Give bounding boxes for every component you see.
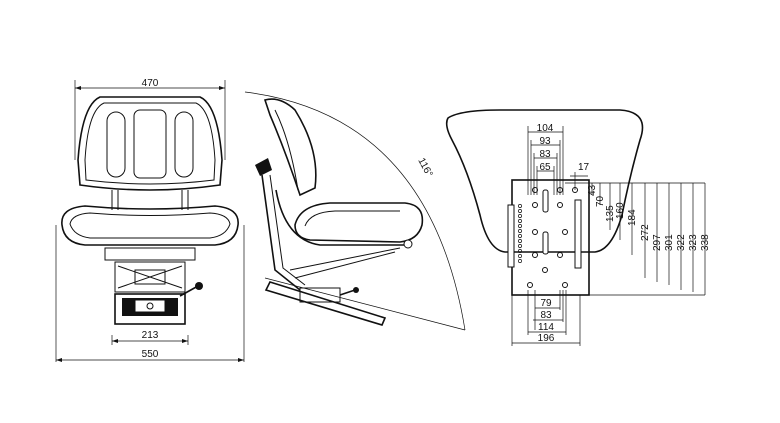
slot (542, 231, 549, 255)
dim-196: 196 (538, 333, 555, 344)
rail-right (574, 199, 582, 269)
backrest-inner (84, 102, 216, 185)
arrow-head (112, 339, 118, 343)
hole-column (518, 204, 522, 263)
top-dimensions: 104 93 83 65 17 (527, 123, 590, 195)
pivot (403, 239, 413, 249)
seat-cushion-side-inner (304, 210, 400, 227)
right-dimensions: 43 70 135 160 184 272 297 301 322 323 33… (565, 182, 711, 296)
side-handle (255, 158, 272, 176)
suspension-top (104, 247, 196, 261)
arrow-head (219, 86, 225, 90)
dim-43: 43 (587, 184, 598, 196)
dim-184: 184 (627, 209, 638, 226)
dim-160: 160 (615, 202, 626, 219)
bolt (146, 302, 154, 310)
front-view: 470 213 (55, 78, 245, 362)
dim-70: 70 (595, 195, 606, 207)
seat-cushion (61, 205, 239, 246)
dim-83: 83 (539, 149, 551, 160)
angle-label: 116° (415, 156, 434, 179)
dim-297: 297 (652, 234, 663, 251)
dim-272: 272 (640, 224, 651, 241)
spring (134, 269, 166, 285)
backrest-side-inner (274, 109, 299, 191)
dim-65: 65 (539, 162, 551, 173)
arrow-head (75, 86, 81, 90)
strut (289, 247, 401, 271)
dim-322: 322 (676, 234, 687, 251)
bottom-dimensions: 79 83 114 196 (511, 290, 581, 346)
dim-83b: 83 (540, 310, 552, 321)
scissor (117, 265, 183, 289)
dim-338: 338 (700, 234, 711, 251)
angle-ref-line (264, 277, 466, 331)
frame-tube-inner (269, 174, 306, 286)
arrow-head (56, 358, 62, 362)
dim-104: 104 (537, 123, 554, 134)
frame-tube (261, 174, 301, 291)
lever (179, 285, 199, 297)
backrest-rib (133, 109, 167, 179)
dim-label-550: 550 (142, 349, 159, 360)
angle-arc (244, 91, 466, 331)
lever-knob (195, 282, 203, 290)
rail-left (507, 204, 515, 268)
mount-holes (527, 187, 578, 288)
dim-79: 79 (540, 298, 552, 309)
arrow-head (182, 339, 188, 343)
dim-301: 301 (664, 234, 675, 251)
dim-label-213: 213 (142, 330, 159, 341)
seat-cushion-side (294, 202, 424, 243)
side-view: 116° (244, 91, 466, 331)
dim-93: 93 (539, 136, 551, 147)
dim-label-470: 470 (142, 78, 159, 89)
dim-323: 323 (688, 234, 699, 251)
backrest-rib (106, 111, 126, 178)
backrest-rib (174, 111, 194, 178)
base-plate (114, 293, 186, 325)
backrest-side (263, 98, 317, 197)
dim-135: 135 (605, 205, 616, 222)
suspension-body (114, 261, 186, 293)
seat-cushion-inner (69, 212, 231, 239)
backrest-outline (77, 96, 223, 191)
side-lever-knob (353, 287, 359, 293)
seat-frame (275, 189, 410, 246)
dim-17: 17 (578, 162, 590, 173)
dim-114: 114 (538, 322, 554, 333)
slot (542, 189, 549, 213)
rear-view: 104 93 83 65 17 43 70 135 (445, 109, 711, 346)
strut (294, 251, 396, 279)
arrow-head (238, 358, 244, 362)
base-block-side (299, 287, 341, 303)
base-rail (264, 281, 387, 326)
side-lever (339, 289, 356, 296)
seat-rear-outline (445, 109, 644, 253)
